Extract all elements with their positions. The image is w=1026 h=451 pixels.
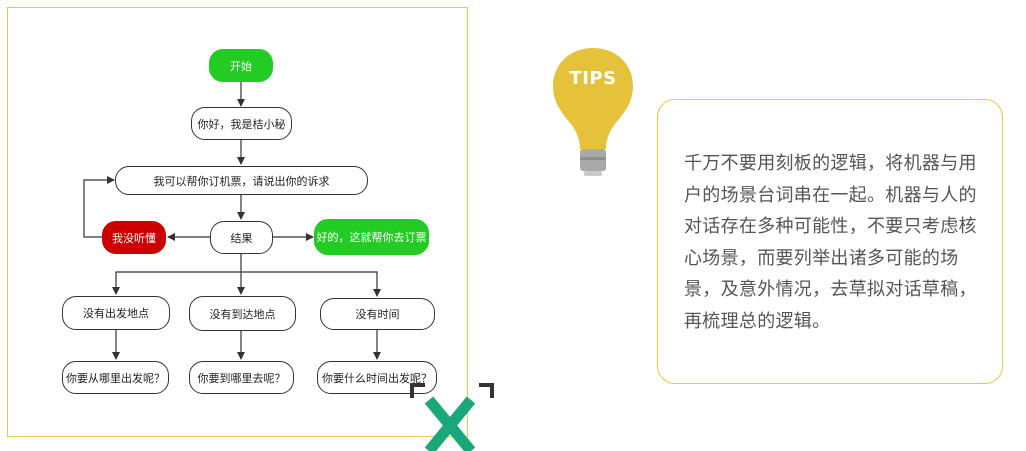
tips-label: TIPS xyxy=(569,68,617,89)
node-missing-departure: 没有出发地点 xyxy=(62,296,170,330)
node-not-understood: 我没听懂 xyxy=(102,221,166,254)
lightbulb-icon xyxy=(553,48,633,176)
node-ok: 好的，这就帮你去订票 xyxy=(314,219,429,255)
node-greeting: 你好，我是桔小秘 xyxy=(191,107,292,140)
node-ask-destination: 你要到哪里去呢？ xyxy=(189,361,294,394)
node-missing-time: 没有时间 xyxy=(320,298,435,330)
arrow-loop-back xyxy=(83,176,115,238)
node-result: 结果 xyxy=(210,221,273,254)
node-start: 开始 xyxy=(209,49,273,82)
node-missing-destination: 没有到达地点 xyxy=(189,296,296,331)
close-x-icon xyxy=(410,383,494,451)
tips-lightbulb: TIPS xyxy=(551,46,635,180)
node-ask-time: 你要什么时间出发呢？ xyxy=(317,361,437,394)
arrow-result-departure xyxy=(112,254,242,295)
node-ask-departure: 你要从哪里出发呢？ xyxy=(62,361,169,394)
tips-text: 千万不要用刻板的逻辑，将机器与用户的场景台词串在一起。机器与人的对话存在多种可能… xyxy=(684,153,977,332)
tips-card: 千万不要用刻板的逻辑，将机器与用户的场景台词串在一起。机器与人的对话存在多种可能… xyxy=(657,99,1003,384)
arrow-result-time xyxy=(241,271,381,297)
node-prompt: 我可以帮你订机票，请说出你的诉求 xyxy=(115,166,368,195)
